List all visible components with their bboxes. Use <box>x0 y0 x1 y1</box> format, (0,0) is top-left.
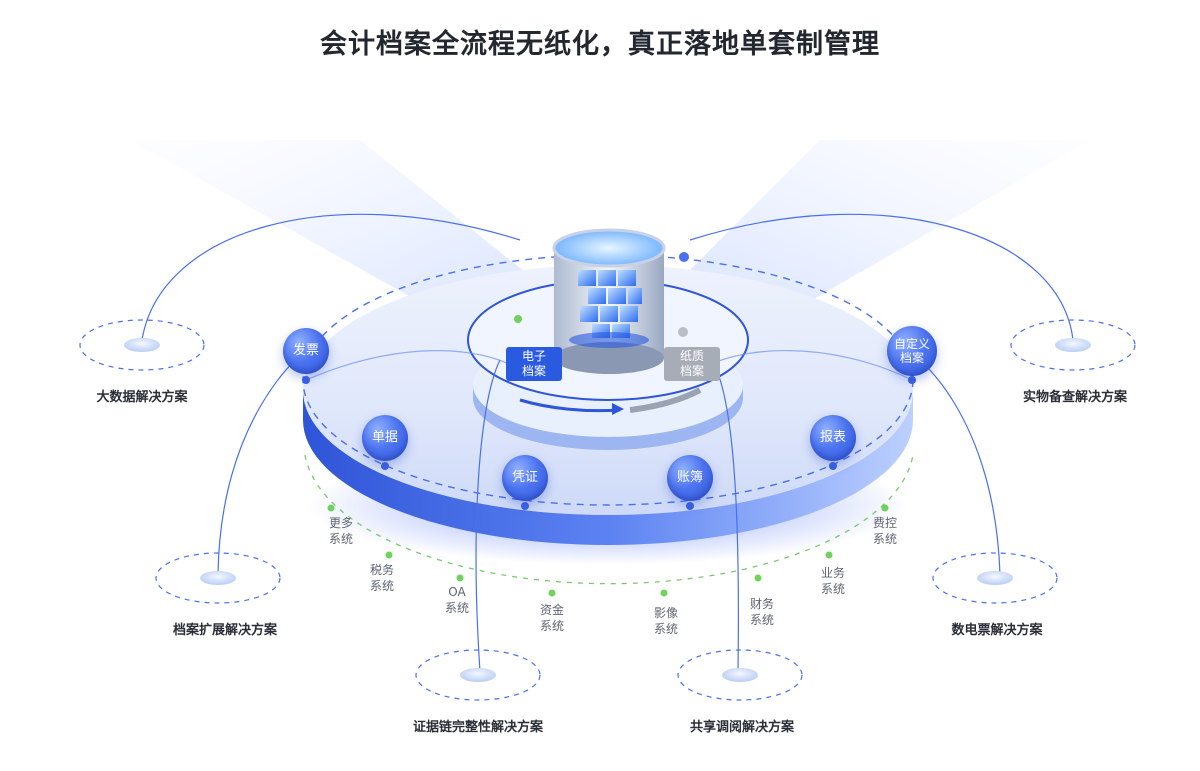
system-suffix: 系统 <box>539 619 565 633</box>
dot-blue-1 <box>679 252 689 262</box>
node-invoice[interactable]: 发票 <box>283 328 329 374</box>
system-dot <box>385 551 393 559</box>
solution-archive-extension[interactable]: 档案扩展解决方案 <box>172 623 278 638</box>
node-voucher[interactable]: 凭证 <box>502 455 548 501</box>
solution-evidence-chain[interactable]: 证据链完整性解决方案 <box>412 720 544 735</box>
system-dot <box>548 589 556 597</box>
system-name: 业务 <box>820 566 846 580</box>
solution-shared-access[interactable]: 共享调阅解决方案 <box>689 720 795 735</box>
flow-arc-blue <box>519 398 621 413</box>
electronic-archive-line1: 电子 <box>521 349 546 363</box>
connector-evidence <box>475 359 501 673</box>
connector-extension <box>217 339 321 576</box>
dot-invoice <box>302 376 310 384</box>
pad-bigdata <box>79 319 205 371</box>
connector-physical <box>689 213 1074 341</box>
flow-arc-gray <box>629 387 702 413</box>
system-dot <box>327 504 335 512</box>
system-name: OA <box>448 585 466 599</box>
system-label-finance: 财务 系统 <box>750 596 774 628</box>
dot-gray <box>678 327 688 337</box>
solution-digital-invoice[interactable]: 数电票解决方案 <box>951 623 1043 638</box>
system-name: 费控 <box>872 516 898 530</box>
system-dot <box>456 574 464 582</box>
paper-archive-tag: 纸质 档案 <box>664 347 720 381</box>
disc-side <box>303 390 913 545</box>
system-label-funds: 资金 系统 <box>540 602 564 634</box>
pad-shared <box>677 649 803 701</box>
node-document[interactable]: 单据 <box>362 415 408 461</box>
data-cubes <box>578 270 642 338</box>
system-suffix: 系统 <box>749 613 775 627</box>
dot-report <box>829 462 837 470</box>
electronic-archive-tag: 电子 档案 <box>506 347 562 381</box>
dot-ledger <box>686 502 694 510</box>
flow-arrow <box>612 403 624 415</box>
cylinder-bottom <box>554 342 664 374</box>
light-beam-right <box>660 140 1090 330</box>
paper-archive-line1: 纸质 <box>679 349 704 363</box>
pad-physical <box>1010 319 1136 371</box>
paper-archive-line2: 档案 <box>679 364 704 378</box>
dot-document <box>381 462 389 470</box>
system-name: 更多 <box>328 516 354 530</box>
system-name: 税务 <box>369 563 395 577</box>
pad-invoice <box>932 552 1058 604</box>
node-custom-archive[interactable]: 自定义 档案 <box>887 326 937 376</box>
dot-green <box>514 315 522 323</box>
system-label-oa: OA 系统 <box>445 584 469 616</box>
connector-shared <box>711 359 739 673</box>
system-suffix: 系统 <box>820 582 846 596</box>
dot-custom <box>908 376 916 384</box>
system-suffix: 系统 <box>653 622 679 636</box>
cylinder-core-light <box>569 332 649 348</box>
connector-bigdata <box>141 213 521 341</box>
platform-side <box>473 385 743 450</box>
system-name: 影像 <box>653 606 679 620</box>
system-label-more: 更多 系统 <box>329 515 353 547</box>
system-suffix: 系统 <box>872 532 898 546</box>
dot-voucher <box>521 502 529 510</box>
system-suffix: 系统 <box>328 532 354 546</box>
cylinder-top <box>552 228 666 268</box>
node-custom-archive-line1: 自定义 <box>893 337 930 351</box>
system-label-image: 影像 系统 <box>654 605 678 637</box>
page-title: 会计档案全流程无纸化，真正落地单套制管理 <box>320 29 880 60</box>
system-name: 资金 <box>539 603 565 617</box>
node-custom-archive-line2: 档案 <box>899 351 924 365</box>
system-label-tax: 税务 系统 <box>370 562 394 594</box>
connector-invoice-node <box>305 350 521 381</box>
system-name: 财务 <box>749 597 775 611</box>
node-report[interactable]: 报表 <box>810 415 856 461</box>
solution-physical-check[interactable]: 实物备查解决方案 <box>1022 390 1128 405</box>
pad-evidence <box>415 649 541 701</box>
system-dot <box>881 504 889 512</box>
system-dot <box>754 574 762 582</box>
system-dot <box>660 589 668 597</box>
system-label-expense: 费控 系统 <box>873 515 897 547</box>
pad-extension <box>155 552 281 604</box>
system-label-business: 业务 系统 <box>821 565 845 597</box>
system-dot <box>825 551 833 559</box>
node-ledger[interactable]: 账簿 <box>667 455 713 501</box>
system-suffix: 系统 <box>444 601 470 615</box>
electronic-archive-line2: 档案 <box>521 364 546 378</box>
solution-bigdata[interactable]: 大数据解决方案 <box>96 390 188 405</box>
system-suffix: 系统 <box>369 579 395 593</box>
